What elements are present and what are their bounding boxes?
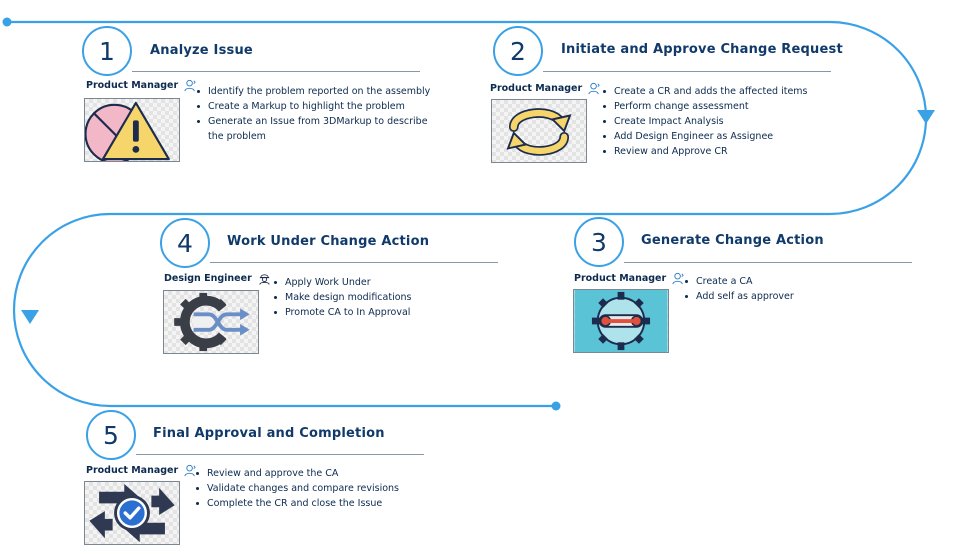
- user-icon: [184, 464, 196, 477]
- step-bullets: Create a CA Add self as approver: [684, 274, 884, 304]
- role-name: Product Manager: [574, 273, 667, 284]
- gear-shuffle-icon: [174, 292, 250, 352]
- user-icon: [588, 82, 600, 95]
- role-name: Product Manager: [490, 83, 583, 94]
- role-label: Product Manager: [574, 272, 685, 285]
- step-number: 3: [574, 217, 624, 267]
- refresh-arrows-icon: [506, 108, 572, 156]
- bullet-item: Make design modifications: [273, 290, 493, 305]
- bullet-item: Generate an Issue from 3DMarkup to descr…: [196, 114, 432, 144]
- bullet-item: Apply Work Under: [273, 275, 493, 290]
- bullet-item: Add Design Engineer as Assignee: [602, 129, 842, 144]
- bullet-item: Complete the CR and close the Issue: [195, 496, 435, 511]
- bullet-item: Create a CA: [684, 274, 884, 289]
- step-bullets: Apply Work Under Make design modificatio…: [273, 275, 493, 320]
- step-image: [163, 290, 259, 354]
- flow-line: [7, 20, 928, 408]
- title-underline: [624, 262, 912, 263]
- bullet-item: Create a Markup to highlight the problem: [196, 99, 432, 114]
- bullet-item: Review and Approve CR: [602, 144, 842, 159]
- role-name: Design Engineer: [164, 273, 252, 284]
- bullet-item: Promote CA to In Approval: [273, 305, 493, 320]
- role-label: Product Manager: [490, 82, 601, 95]
- gear-toggle-icon: [574, 290, 668, 352]
- approval-check-icon: [89, 483, 175, 543]
- bullet-item: Create Impact Analysis: [602, 114, 842, 129]
- role-label: Product Manager: [86, 464, 197, 477]
- user-icon: [672, 272, 684, 285]
- step-image: [491, 99, 587, 163]
- role-label: Product Manager: [86, 79, 197, 92]
- step-image: [573, 289, 669, 353]
- step-bullets: Identify the problem reported on the ass…: [196, 84, 432, 144]
- step-title: Final Approval and Completion: [153, 426, 385, 441]
- flow-end-dot: [551, 401, 561, 411]
- bullet-item: Review and approve the CA: [195, 466, 435, 481]
- flow-arrow-left: [21, 310, 39, 324]
- bullet-item: Identify the problem reported on the ass…: [196, 84, 432, 99]
- step-number: 4: [160, 218, 210, 268]
- title-underline: [543, 71, 831, 72]
- step-bullets: Create a CR and adds the affected items …: [602, 84, 842, 159]
- role-name: Product Manager: [86, 80, 179, 91]
- user-icon: [184, 79, 196, 92]
- title-underline: [136, 454, 424, 455]
- title-underline: [132, 71, 420, 72]
- title-underline: [210, 262, 498, 263]
- flow-start-dot: [2, 17, 12, 27]
- bullet-item: Perform change assessment: [602, 99, 842, 114]
- step-image: [84, 481, 180, 545]
- warning-icon: [85, 101, 170, 161]
- role-name: Product Manager: [86, 465, 179, 476]
- step-number: 2: [493, 26, 543, 76]
- step-title: Work Under Change Action: [227, 234, 430, 249]
- step-bullets: Review and approve the CA Validate chang…: [195, 466, 435, 511]
- role-label: Design Engineer: [164, 272, 271, 285]
- bullet-item: Add self as approver: [684, 289, 884, 304]
- step-title: Initiate and Approve Change Request: [561, 42, 843, 57]
- step-title: Generate Change Action: [641, 233, 824, 248]
- step-image: [84, 98, 180, 162]
- bullet-item: Create a CR and adds the affected items: [602, 84, 842, 99]
- bullet-item: Validate changes and compare revisions: [195, 481, 435, 496]
- step-number: 1: [82, 26, 132, 76]
- step-number: 5: [86, 410, 136, 460]
- flow-arrow-right: [917, 110, 935, 124]
- step-title: Analyze Issue: [150, 43, 253, 58]
- engineer-icon: [259, 274, 270, 285]
